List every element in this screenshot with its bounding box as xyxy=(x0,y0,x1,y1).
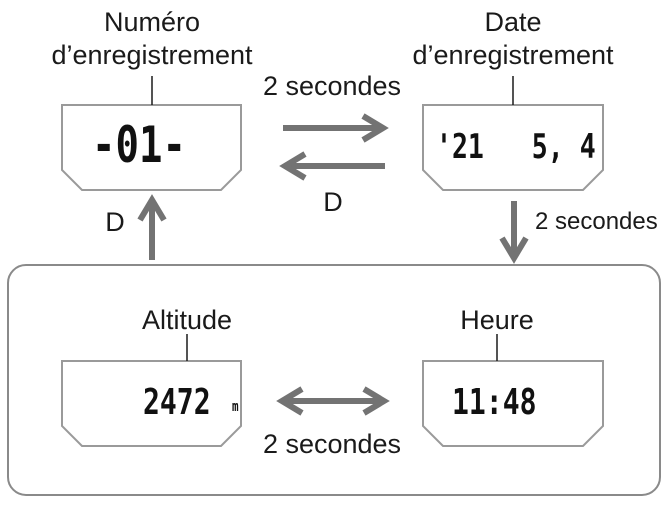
altitude-readout: 2472 xyxy=(143,382,211,423)
arrow-down-right xyxy=(499,201,529,264)
arrow-bidirectional-bottom xyxy=(276,386,390,416)
time-label: Heure xyxy=(460,305,534,335)
arrow-up-left xyxy=(137,194,167,260)
altitude-label: Altitude xyxy=(141,305,233,335)
altitude-display-frame xyxy=(61,360,242,447)
altitude-time-group-frame xyxy=(7,264,661,496)
record-date-label-line2: d’enregistrement xyxy=(412,40,614,70)
transition-right-down-label: 2 secondes xyxy=(535,208,658,235)
record-number-display-frame xyxy=(61,104,242,191)
record-date-display-frame xyxy=(422,104,604,191)
arrow-right-top xyxy=(283,113,389,143)
transition-top-left-label: D xyxy=(323,187,343,217)
record-date-readout: '21 5, 4 xyxy=(436,127,596,167)
record-number-label-line1: Numéro xyxy=(103,7,201,37)
time-display-frame xyxy=(422,360,604,447)
transition-top-right-label: 2 secondes xyxy=(262,71,402,101)
transition-left-up-label: D xyxy=(105,207,125,237)
transition-bottom-label: 2 secondes xyxy=(262,429,402,459)
altitude-unit: m xyxy=(232,399,239,415)
arrow-left-top xyxy=(279,151,385,181)
record-number-label-line2: d’enregistrement xyxy=(51,40,253,70)
record-date-label-line1: Date xyxy=(484,7,542,37)
record-number-readout: -01- xyxy=(92,116,186,174)
time-readout: 11:48 xyxy=(452,382,537,423)
